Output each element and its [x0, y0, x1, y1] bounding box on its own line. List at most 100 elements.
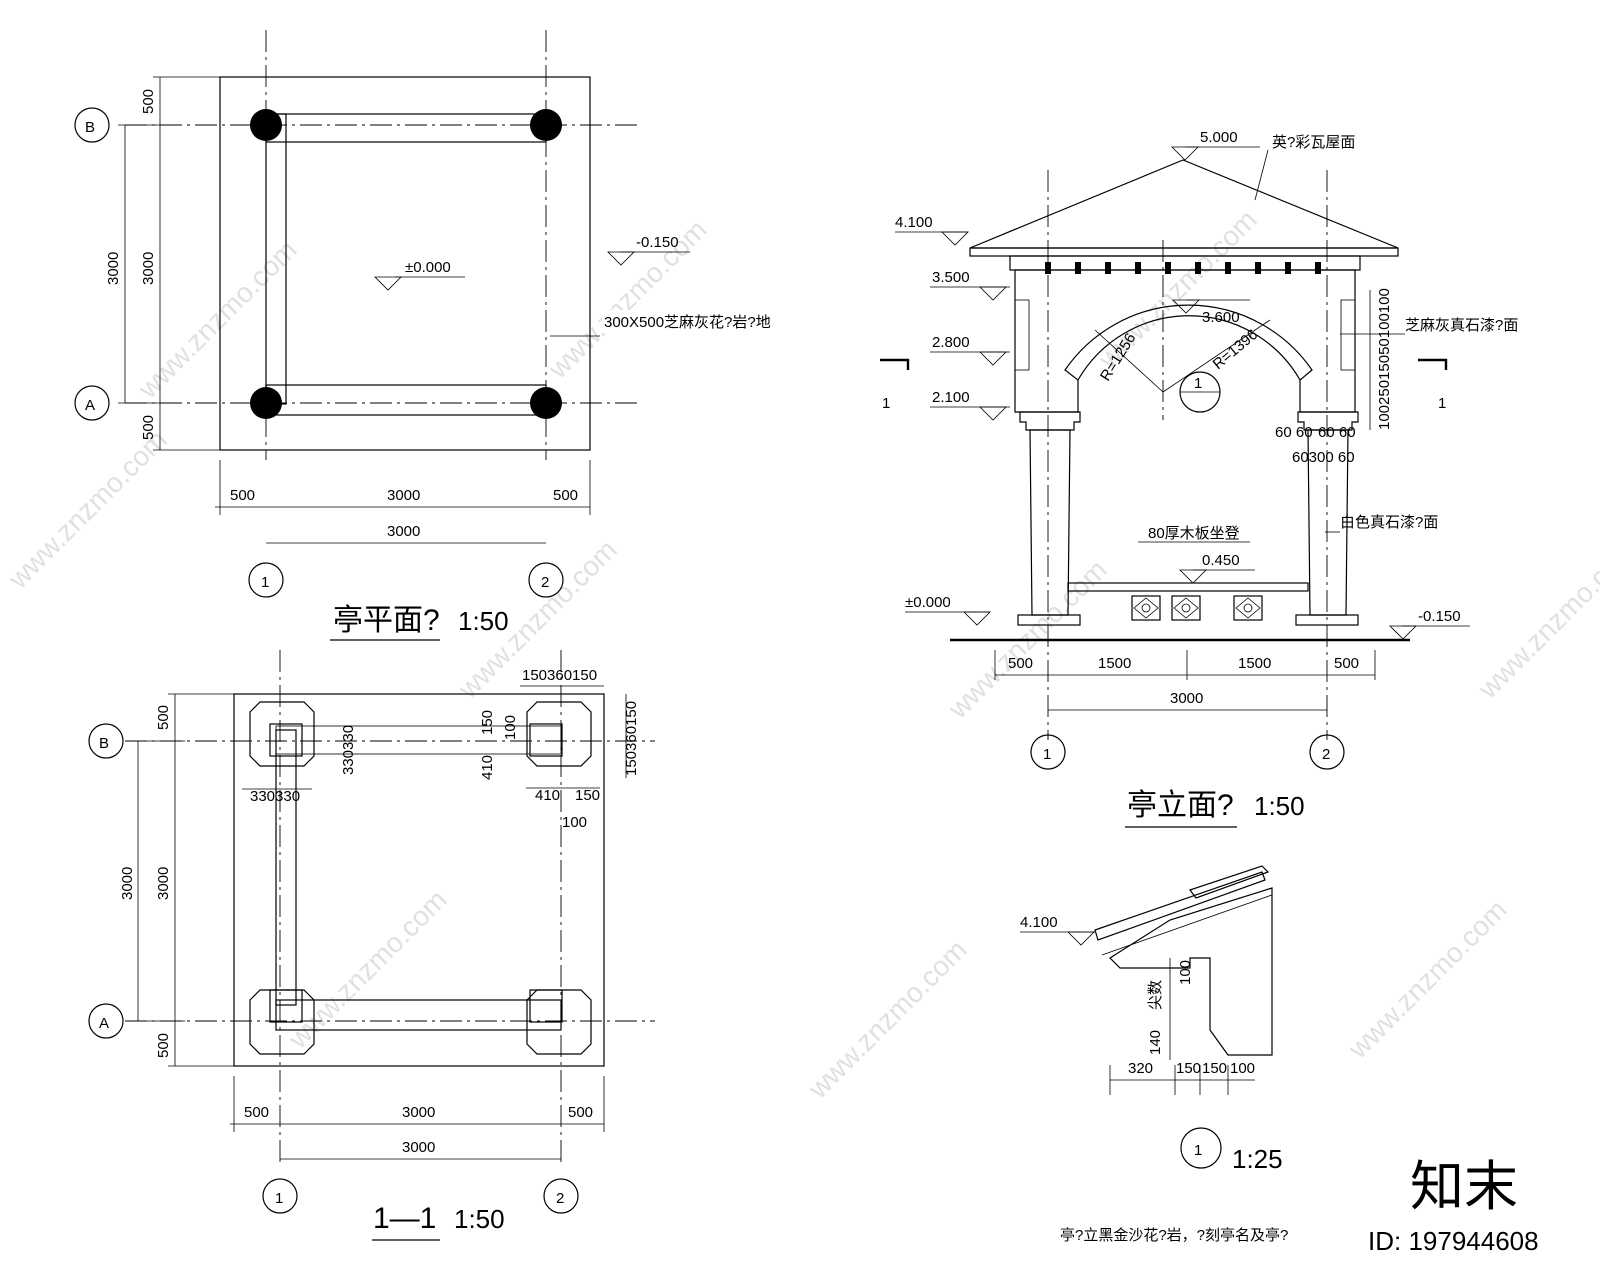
- plan-title: 亭平面?: [333, 604, 440, 637]
- section-cut-label: 1: [882, 395, 890, 412]
- elevation-label: 2.100: [932, 389, 970, 406]
- dim-label: 10025015050100100: [1376, 288, 1393, 430]
- dim-label: 100: [1177, 960, 1194, 985]
- axis-label: 1: [261, 574, 269, 591]
- dim-label: 500: [230, 487, 255, 504]
- watermark-text: www.znzmo.com: [1342, 894, 1513, 1065]
- dim-label: 3000: [140, 252, 157, 285]
- dim-label: 150: [479, 710, 496, 735]
- dim-label: 3000: [155, 867, 172, 900]
- elevation-marks: 5.000 4.100 3.500 2.800 2.100 3.600 0.45…: [895, 129, 1470, 640]
- watermark-text: www.znzmo.com: [542, 214, 713, 385]
- dim-label: 1500: [1238, 655, 1271, 672]
- dim-label: 150360150: [623, 701, 640, 776]
- column: [530, 109, 562, 141]
- dim-label: 500: [568, 1104, 593, 1121]
- radius-label: R=1396: [1210, 326, 1262, 373]
- dim-label: 60 60: [1318, 424, 1356, 441]
- dim-label: 330330: [250, 788, 300, 805]
- detail-scale: 1:25: [1232, 1144, 1283, 1174]
- elevation-label: 3.600: [1202, 309, 1240, 326]
- plan-view: 500 3000 3000 500 500 3000 500 3000 1 2 …: [74, 30, 807, 641]
- dim-label: 3000: [402, 1104, 435, 1121]
- dim-label: 100: [502, 715, 519, 740]
- dim-label: 100: [1230, 1060, 1255, 1077]
- elevation-label: ±0.000: [905, 594, 951, 611]
- dim-label: 3000: [105, 252, 122, 285]
- dim-label: 3000: [119, 867, 136, 900]
- axis-label: 2: [1322, 746, 1330, 763]
- dim-label: 500: [244, 1104, 269, 1121]
- eave-detail: 4.100 320 150 150 100 100 140 尖数 1 1:25 …: [1020, 865, 1288, 1244]
- axis-label: 2: [541, 574, 549, 591]
- elevation-label: -0.150: [636, 234, 679, 251]
- axis-label: 2: [556, 1190, 564, 1207]
- watermark-text: www.znzmo.com: [132, 234, 303, 405]
- axis-label: 1: [1043, 746, 1051, 763]
- dim-label: 60300 60: [1292, 449, 1355, 466]
- elevation-label: 5.000: [1200, 129, 1238, 146]
- elevation-label: 2.800: [932, 334, 970, 351]
- elevation-label: 0.450: [1202, 552, 1240, 569]
- elevation-label: -0.150: [1418, 608, 1461, 625]
- seat-ornaments: [1131, 595, 1263, 621]
- axis-label: 1: [275, 1190, 283, 1207]
- detail-mark: 1: [1194, 1142, 1202, 1159]
- dim-label: 150360150: [522, 667, 597, 684]
- note-paving: 300X500芝麻灰花?岩?地: [604, 314, 771, 331]
- dim-label: 330330: [340, 725, 357, 775]
- note-seat: 80厚木板坐登: [1148, 524, 1240, 542]
- dim-label: 500: [140, 415, 157, 440]
- section-cut-label: 1: [1438, 395, 1446, 412]
- dim-label: 1500: [1098, 655, 1131, 672]
- column: [530, 387, 562, 419]
- dim-label: 尖数: [1147, 980, 1164, 1010]
- watermark-text: www.znzmo.com: [802, 934, 973, 1105]
- dim-label: 500: [553, 487, 578, 504]
- section-title: 1—1: [373, 1202, 436, 1235]
- dim-label: 500: [155, 705, 172, 730]
- dim-label: 60 60: [1275, 424, 1313, 441]
- dim-label: 140: [1147, 1030, 1164, 1055]
- dim-label: 150: [1202, 1060, 1227, 1077]
- note-stone: 芝麻灰真石漆?面: [1405, 316, 1518, 334]
- brand-logo: 知末: [1410, 1157, 1518, 1217]
- dim-label: 500: [140, 89, 157, 114]
- dim-label: 410: [535, 787, 560, 804]
- elevation-scale: 1:50: [1254, 791, 1305, 821]
- section-columns: [249, 701, 592, 1055]
- dim-label: 150: [1176, 1060, 1201, 1077]
- section-view: 500 3000 3000 500 500 3000 500 3000 1503…: [88, 650, 655, 1241]
- elevation-title: 亭立面?: [1127, 789, 1234, 822]
- footer-note: 亭?立黑金沙花?岩，?刻亭名及亭?: [1060, 1226, 1288, 1244]
- note-roof: 英?彩瓦屋面: [1272, 133, 1355, 151]
- dim-label: 320: [1128, 1060, 1153, 1077]
- column: [250, 387, 282, 419]
- axis-label: A: [85, 397, 95, 414]
- elevation-label: ±0.000: [405, 259, 451, 276]
- image-id: ID: 197944608: [1368, 1226, 1539, 1256]
- dim-label: 3000: [387, 487, 420, 504]
- dim-label: 3000: [1170, 690, 1203, 707]
- watermark-text: www.znzmo.com: [2, 424, 173, 595]
- watermarks: www.znzmo.com www.znzmo.com www.znzmo.co…: [2, 204, 1600, 1105]
- section-scale: 1:50: [454, 1204, 505, 1234]
- axis-label: B: [85, 119, 95, 136]
- column: [250, 109, 282, 141]
- dim-label: 500: [1008, 655, 1033, 672]
- dim-label: 3000: [387, 523, 420, 540]
- elevation-label: 3.500: [932, 269, 970, 286]
- dim-label: 3000: [402, 1139, 435, 1156]
- watermark-text: www.znzmo.com: [1472, 534, 1600, 705]
- elevation-label: 4.100: [895, 214, 933, 231]
- axis-label: A: [99, 1015, 109, 1032]
- dim-label: 150: [575, 787, 600, 804]
- dim-label: 410: [479, 755, 496, 780]
- detail-callout: 1: [1194, 375, 1202, 392]
- plan-scale: 1:50: [458, 606, 509, 636]
- note-white: 白色真石漆?面: [1340, 513, 1438, 531]
- dim-label: 100: [562, 814, 587, 831]
- dim-label: 500: [1334, 655, 1359, 672]
